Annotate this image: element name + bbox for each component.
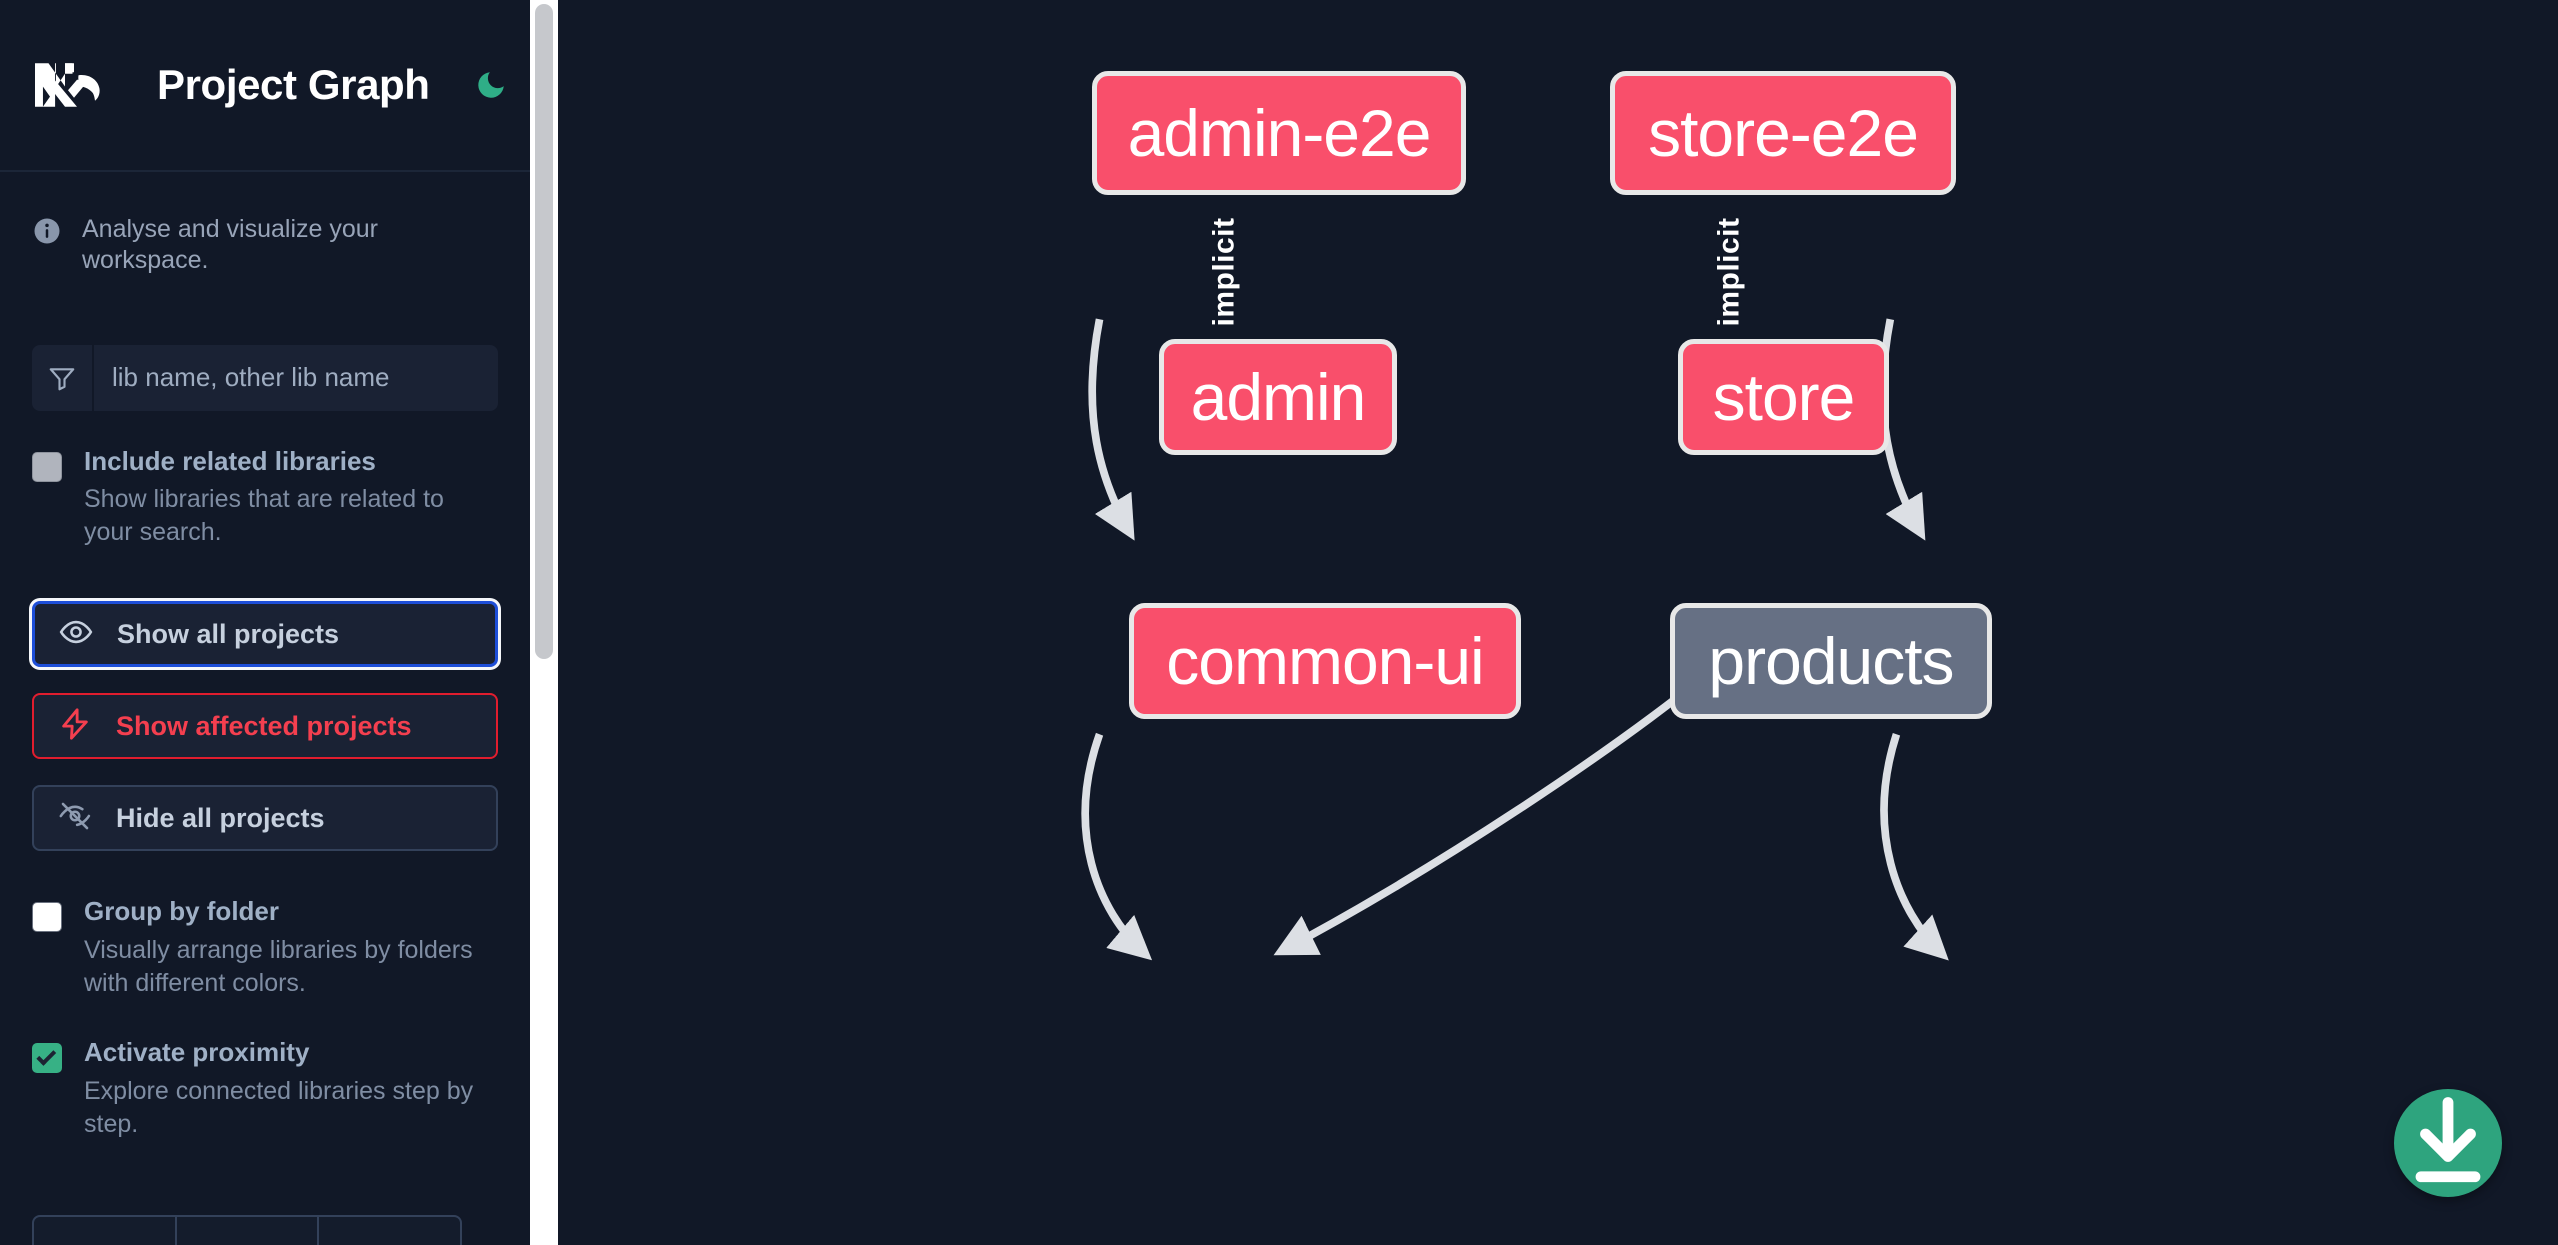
sidebar-header: Project Graph [0,0,530,172]
checkbox-description: Show libraries that are related to your … [84,485,444,547]
sidebar-scrollbar-thumb[interactable] [535,4,553,659]
moon-icon[interactable] [468,62,514,108]
show-affected-projects-label: Show affected projects [116,710,412,741]
lightning-icon [58,707,92,746]
checkbox-label: Group by folder [84,896,279,927]
show-all-projects-button[interactable]: Show all projects [32,601,498,668]
eye-icon [59,615,93,654]
page-title: Project Graph [157,61,430,108]
graph-node-admin[interactable]: admin [1159,339,1397,455]
checkbox-box[interactable] [32,1043,62,1074]
graph-node-common-ui[interactable]: common-ui [1129,603,1521,719]
show-affected-projects-button[interactable]: Show affected projects [32,693,498,760]
checkbox-box[interactable] [32,451,62,482]
graph-canvas[interactable]: admin-e2e store-e2e admin store common-u… [558,0,2558,1245]
nx-logo-icon [32,57,122,113]
checkbox-label: Include related libraries [84,445,376,476]
proximity-step-group[interactable] [32,1215,463,1245]
hide-all-projects-label: Hide all projects [116,802,325,833]
checkbox-description: Visually arrange libraries by folders wi… [84,936,473,998]
funnel-icon [32,344,94,411]
graph-node-store[interactable]: store [1678,339,1889,455]
checkbox-include-related-libraries[interactable]: Include related libraries Show libraries… [32,445,498,550]
proximity-step-decrease[interactable] [32,1215,175,1245]
eye-off-icon [58,799,92,838]
checkbox-label: Activate proximity [84,1037,310,1068]
edge-store-products [1880,732,1949,961]
info-text: Analyse and visualize your workspace. [82,215,378,275]
sidebar-body: Analyse and visualize your workspace. In… [0,172,530,1141]
graph-edges [1081,318,1949,961]
hide-all-projects-button[interactable]: Hide all projects [32,785,498,852]
search-input[interactable] [94,344,498,411]
graph-node-products[interactable]: products [1670,603,1992,719]
checkbox-activate-proximity[interactable]: Activate proximity Explore connected lib… [32,1037,498,1141]
sidebar: Project Graph Analy [0,0,558,1245]
sidebar-content: Project Graph Analy [0,0,530,1245]
graph-node-store-e2e[interactable]: store-e2e [1610,71,1956,195]
checkbox-description: Explore connected libraries step by step… [84,1077,474,1139]
info-icon [32,216,62,251]
download-graph-button[interactable] [2394,1089,2502,1197]
checkbox-box[interactable] [32,902,62,933]
proximity-step-increase[interactable] [317,1215,463,1245]
graph-node-admin-e2e[interactable]: admin-e2e [1092,71,1466,195]
sidebar-scrollbar-track[interactable] [530,0,558,1245]
edge-admin-common-ui [1081,732,1153,961]
checkbox-group-by-folder[interactable]: Group by folder Visually arrange librari… [32,896,498,1000]
edge-admin-e2e-admin [1088,318,1135,541]
show-all-projects-label: Show all projects [117,618,340,649]
filter-field[interactable] [32,344,498,411]
info-banner: Analyse and visualize your workspace. [32,172,498,277]
proximity-step-value[interactable] [174,1215,318,1245]
